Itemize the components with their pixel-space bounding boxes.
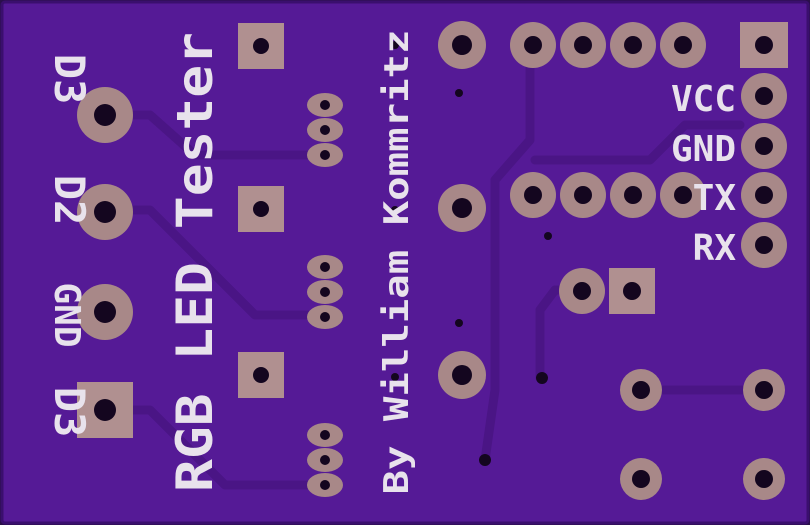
label-gnd: GND [46,282,87,347]
label-vcc: VCC [671,79,736,120]
misc-pads [559,268,785,500]
label-d3-bottom: D3 [45,387,94,438]
board-title: RGB LED Tester [166,32,224,492]
label-d2: D2 [45,175,94,226]
square-pads [238,23,284,398]
resistor-pads [438,21,486,399]
header-top-row [510,22,706,68]
label-gnd-header: GND [671,129,736,170]
author-credit: By William Kommritz [377,30,417,495]
serial-header [740,22,788,268]
led-pads [77,87,133,438]
vias [391,41,552,466]
header-middle-row [510,172,706,218]
label-d3-top: D3 [45,54,94,105]
left-labels: D3 D2 GND D3 [45,54,94,438]
label-tx: TX [693,178,737,219]
label-rx: RX [693,228,737,269]
led-footprints [307,93,343,497]
header-labels: VCC GND TX RX [671,79,736,269]
